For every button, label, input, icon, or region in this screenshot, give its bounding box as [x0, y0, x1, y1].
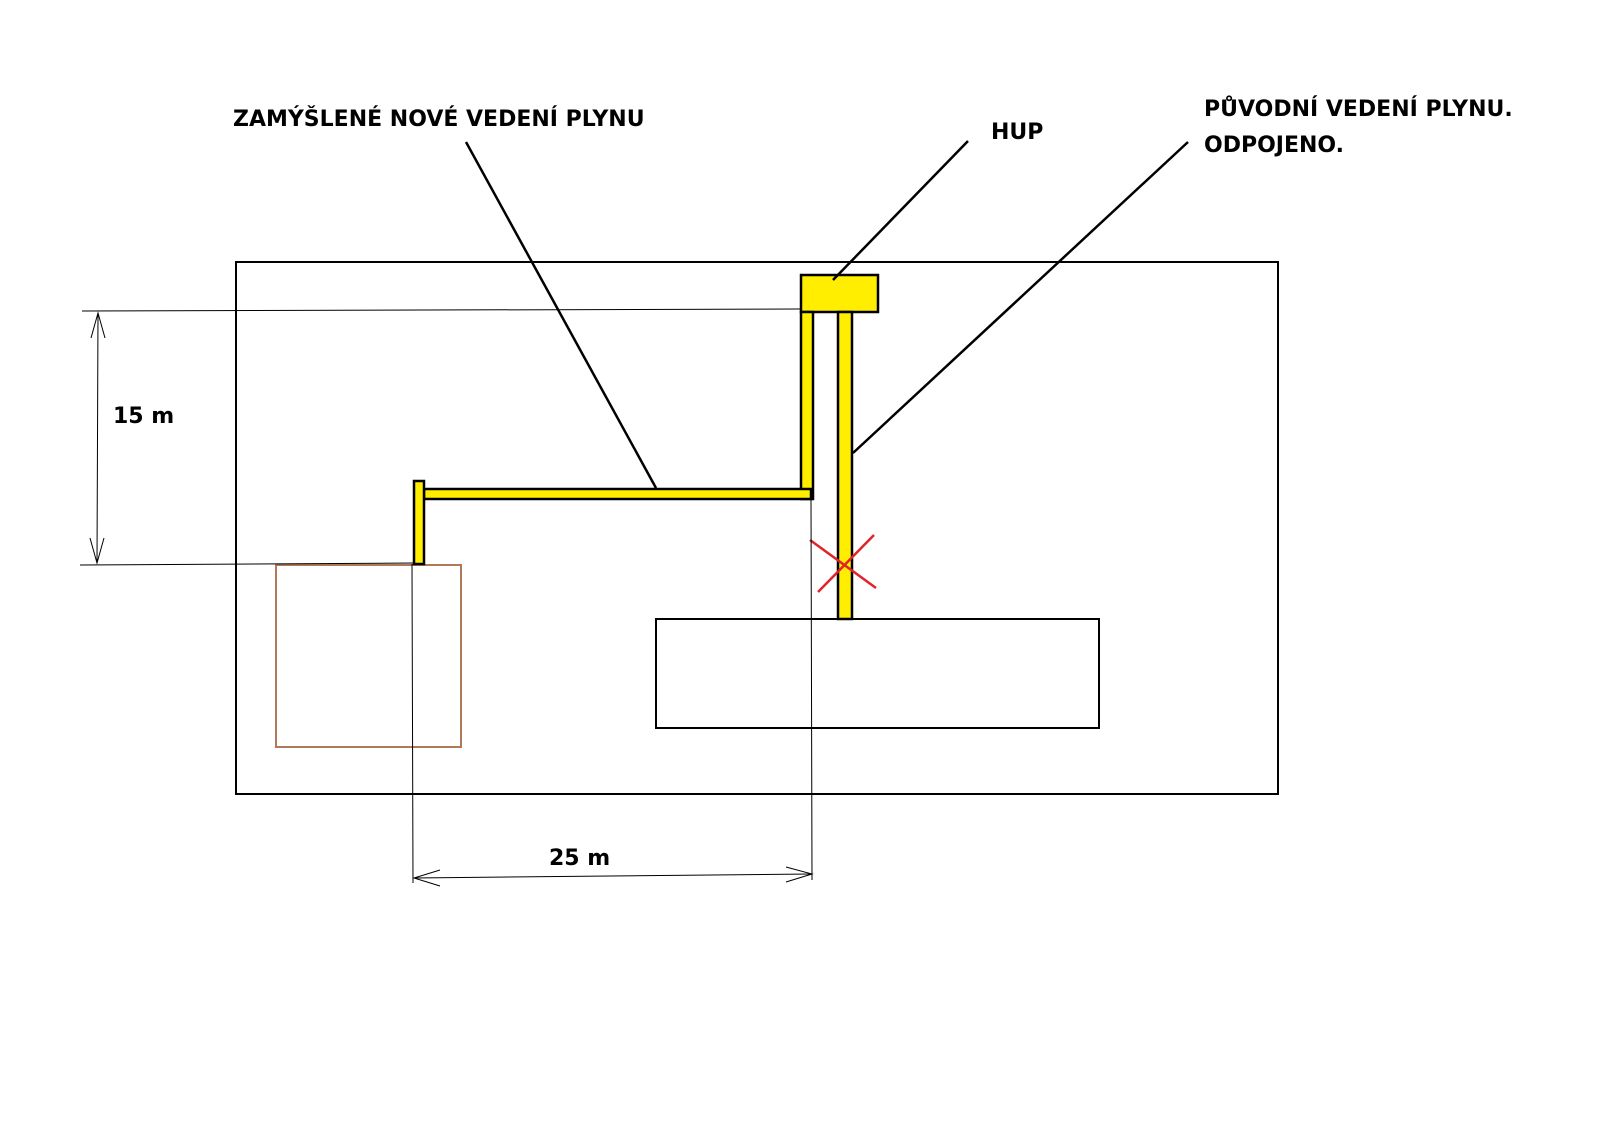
dim-vertical-arrow-bottom	[89, 537, 105, 565]
dim-vertical-ext-top	[81, 308, 802, 312]
new-gas-line-vertical	[799, 310, 815, 501]
dim-horizontal-ext-left	[411, 563, 414, 884]
dim-vertical-line	[96, 312, 99, 564]
small-building	[275, 564, 462, 748]
original-gas-line	[836, 310, 854, 621]
plot-boundary	[235, 261, 1279, 795]
main-house	[655, 618, 1100, 729]
dim-horizontal-ext-right	[810, 498, 813, 881]
leader-line-original	[852, 141, 1189, 454]
hup-box	[799, 273, 880, 314]
dim-horizontal-label: 25 m	[549, 846, 610, 871]
dim-vertical-arrow-top	[90, 311, 106, 339]
label-original-line-2: ODPOJENO.	[1204, 133, 1344, 158]
label-hup: HUP	[991, 120, 1043, 145]
dim-horizontal-arrow-left	[412, 869, 441, 887]
new-gas-line-end	[412, 479, 426, 566]
dim-horizontal-line	[413, 873, 813, 879]
label-new-gas-line: ZAMÝŠLENÉ NOVÉ VEDENÍ PLYNU	[233, 106, 645, 132]
disconnection-cross-icon	[809, 534, 877, 593]
leader-line-hup	[832, 140, 969, 281]
label-original-line-1: PŮVODNÍ VEDENÍ PLYNU.	[1204, 96, 1513, 122]
new-gas-line-horizontal	[422, 487, 813, 501]
dim-vertical-label: 15 m	[113, 404, 174, 429]
dim-horizontal-arrow-right	[785, 866, 814, 883]
leader-line-new-gas	[464, 141, 658, 489]
dim-vertical-ext-bottom	[79, 562, 415, 566]
